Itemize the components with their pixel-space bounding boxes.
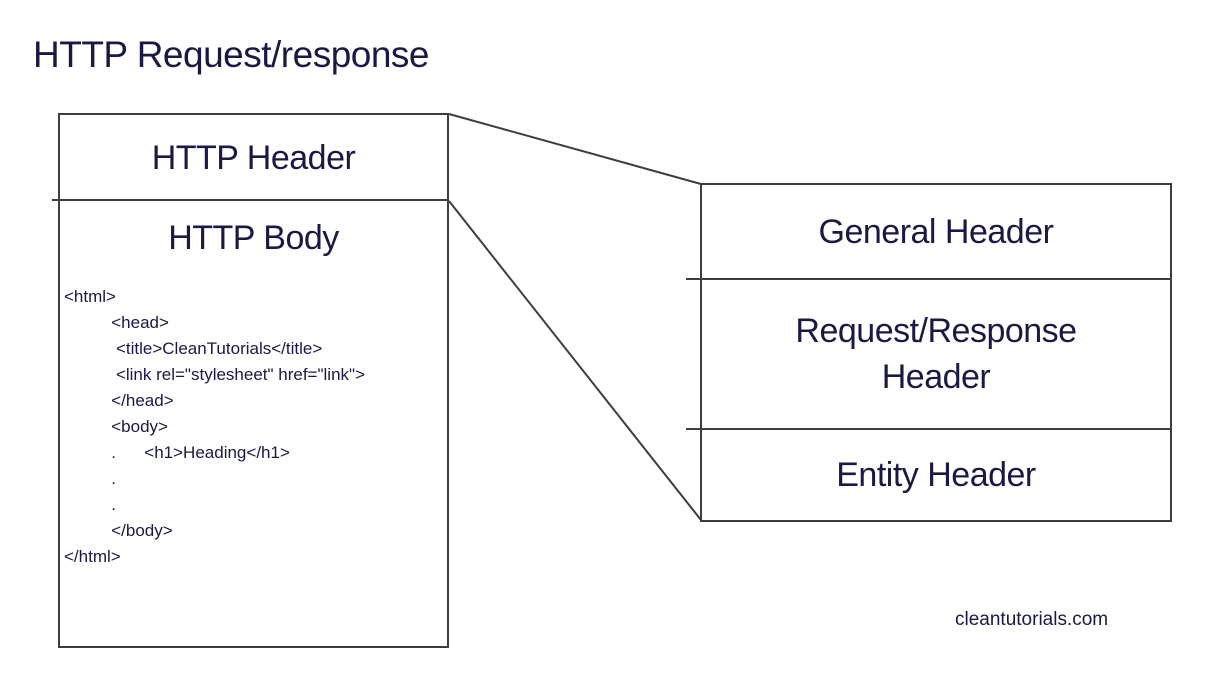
- connector-bottom-line: [448, 200, 702, 521]
- request-response-header-label: Request/Response Header: [795, 312, 1077, 396]
- http-header-label: HTTP Header: [151, 138, 356, 177]
- request-entity-divider: [686, 428, 1172, 430]
- html-code-block: <html> <head> <title>CleanTutorials</tit…: [64, 287, 365, 566]
- diagram-title: HTTP Request/response: [33, 34, 430, 75]
- general-header-label: General Header: [818, 213, 1054, 251]
- http-body-label: HTTP Body: [168, 219, 339, 257]
- header-body-divider: [52, 199, 449, 201]
- entity-header-label: Entity Header: [836, 455, 1036, 494]
- watermark-text: cleantutorials.com: [955, 609, 1109, 630]
- entity-header-section: Entity Header: [702, 430, 1170, 520]
- general-header-section: General Header: [702, 185, 1170, 280]
- general-request-divider: [686, 278, 1172, 280]
- http-body-section: HTTP Body <html> <head> <title>CleanTuto…: [60, 201, 447, 646]
- http-header-section: HTTP Header: [60, 115, 447, 201]
- http-message-box: HTTP Header HTTP Body <html> <head> <tit…: [58, 113, 449, 648]
- request-response-header-section: Request/Response Header: [702, 280, 1170, 430]
- header-types-box: General Header Request/Response Header E…: [700, 183, 1172, 522]
- connector-top-line: [448, 113, 702, 185]
